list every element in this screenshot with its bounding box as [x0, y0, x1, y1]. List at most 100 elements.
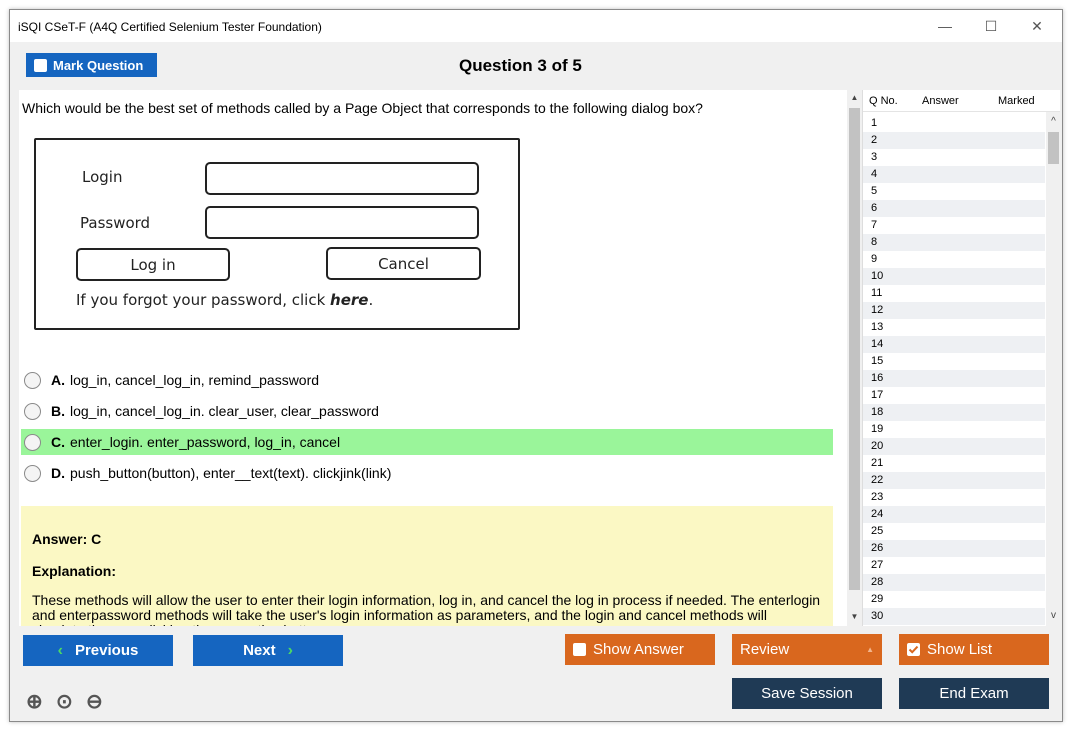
checkbox-checked-icon[interactable] [907, 643, 920, 656]
list-item[interactable]: 14 [863, 336, 1045, 353]
explanation-text: These methods will allow the user to ent… [32, 592, 821, 627]
list-item[interactable]: 2 [863, 132, 1045, 149]
list-item[interactable]: 25 [871, 525, 884, 537]
save-session-button[interactable]: Save Session [732, 678, 882, 709]
chevron-down-icon[interactable]: v [1051, 610, 1056, 621]
radio-icon[interactable] [24, 464, 41, 482]
scroll-thumb[interactable] [1048, 132, 1059, 164]
question-list: Q No. Answer Marked 1 2 3 4 5 6 7 8 9 10… [862, 90, 1060, 626]
minimize-icon[interactable]: — [938, 18, 952, 34]
dialog-password-label: Password [80, 214, 151, 232]
show-answer-label: Show Answer [593, 641, 684, 658]
option-a[interactable]: A. log_in, cancel_log_in, remind_passwor… [21, 367, 833, 393]
list-item[interactable]: 27 [871, 559, 884, 571]
list-item[interactable]: 3 [871, 151, 878, 163]
question-list-rows: 1 2 3 4 5 6 7 8 9 10 11 12 13 14 15 16 1… [863, 115, 1045, 625]
list-item[interactable]: 23 [871, 491, 884, 503]
next-label: Next [243, 642, 276, 659]
answer-label: Answer: C [32, 531, 102, 547]
zoom-out-icon[interactable]: ⊖ [86, 691, 103, 713]
maximize-icon[interactable]: ☐ [984, 17, 998, 34]
review-dropdown[interactable]: Review ▲ [732, 634, 882, 665]
option-b[interactable]: B. log_in, cancel_log_in. clear_user, cl… [21, 398, 833, 424]
option-text: log_in, cancel_log_in, remind_password [70, 372, 320, 388]
question-text: Which would be the best set of methods c… [22, 100, 703, 116]
chevron-right-icon: › [287, 641, 293, 659]
list-item[interactable]: 29 [871, 593, 884, 605]
option-letter: A. [51, 372, 65, 388]
list-item[interactable]: 11 [871, 287, 883, 299]
option-text: push_button(button), enter__text(text). … [70, 465, 392, 481]
list-item[interactable]: 5 [871, 185, 878, 197]
forgot-suffix: . [368, 291, 374, 309]
show-list-button[interactable]: Show List [899, 634, 1049, 665]
scroll-down-icon[interactable]: ▼ [850, 612, 859, 621]
list-item[interactable]: 18 [863, 404, 1045, 421]
question-list-scrollbar[interactable]: ^ v [1046, 112, 1060, 626]
list-item[interactable]: 15 [871, 355, 884, 367]
question-list-header: Q No. Answer Marked [863, 90, 1060, 112]
zoom-in-icon[interactable]: ⊕ [26, 691, 43, 713]
dialog-login-button: Log in [76, 248, 230, 281]
list-item[interactable]: 24 [863, 506, 1045, 523]
list-item[interactable]: 7 [871, 219, 878, 231]
radio-icon[interactable] [24, 402, 41, 420]
chevron-up-icon[interactable]: ^ [1051, 116, 1056, 127]
list-item[interactable]: 20 [863, 438, 1045, 455]
list-item[interactable]: 30 [863, 608, 1045, 625]
previous-button[interactable]: ‹ Previous [23, 635, 173, 666]
option-letter: D. [51, 465, 65, 481]
list-item[interactable]: 9 [871, 253, 878, 265]
checkbox-icon[interactable] [573, 643, 586, 656]
forgot-link: here [330, 291, 369, 309]
scroll-thumb[interactable] [849, 108, 860, 590]
dialog-forgot-text: If you forgot your password, click here. [76, 291, 373, 309]
forgot-prefix: If you forgot your password, click [76, 291, 331, 309]
list-item[interactable]: 6 [863, 200, 1045, 217]
radio-icon[interactable] [24, 433, 41, 451]
next-button[interactable]: Next › [193, 635, 343, 666]
previous-label: Previous [74, 642, 139, 659]
chevron-left-icon: ‹ [57, 641, 63, 659]
zoom-reset-icon[interactable]: ⊙ [56, 691, 73, 713]
answer-panel: Answer: C Explanation: These methods wil… [21, 506, 833, 626]
list-item[interactable]: 12 [863, 302, 1045, 319]
list-item[interactable]: 17 [871, 389, 884, 401]
dialog-password-field [205, 206, 479, 239]
radio-icon[interactable] [24, 371, 41, 389]
dropdown-arrow-icon: ▲ [866, 645, 874, 654]
dialog-login-field [205, 162, 479, 195]
option-d[interactable]: D. push_button(button), enter__text(text… [21, 460, 833, 486]
list-item[interactable]: 19 [871, 423, 884, 435]
show-list-label: Show List [927, 641, 993, 658]
list-item[interactable]: 21 [871, 457, 884, 469]
list-item[interactable]: 28 [863, 574, 1045, 591]
list-item[interactable]: 4 [863, 166, 1045, 183]
explanation-label: Explanation: [32, 563, 117, 579]
mark-question-button[interactable]: Mark Question [26, 53, 157, 77]
end-exam-button[interactable]: End Exam [899, 678, 1049, 709]
list-item[interactable]: 22 [863, 472, 1045, 489]
show-answer-button[interactable]: Show Answer [565, 634, 715, 665]
close-icon[interactable]: ✕ [1031, 17, 1043, 34]
dialog-login-label: Login [82, 168, 123, 186]
list-item[interactable]: 8 [863, 234, 1045, 251]
col-answer: Answer [922, 95, 959, 107]
list-item[interactable]: 10 [863, 268, 1045, 285]
list-item[interactable]: 1 [871, 117, 878, 129]
main-scrollbar[interactable]: ▲ ▼ [847, 90, 862, 626]
list-item[interactable]: 16 [863, 370, 1045, 387]
list-item[interactable]: 13 [871, 321, 884, 333]
list-item[interactable]: 26 [863, 540, 1045, 557]
mark-question-label: Mark Question [53, 57, 144, 73]
app-window: iSQI CSeT-F (A4Q Certified Selenium Test… [9, 9, 1063, 722]
question-panel: Which would be the best set of methods c… [19, 90, 847, 626]
dialog-cancel-button: Cancel [326, 247, 481, 280]
option-c[interactable]: C. enter_login. enter_password, log_in, … [21, 429, 833, 455]
scroll-up-icon[interactable]: ▲ [850, 93, 859, 102]
dialog-illustration: Login Password Log in Cancel If you forg… [34, 138, 520, 330]
title-bar: iSQI CSeT-F (A4Q Certified Selenium Test… [10, 10, 1062, 42]
question-counter: Question 3 of 5 [459, 56, 582, 75]
option-text: enter_login. enter_password, log_in, can… [70, 434, 341, 450]
col-qno: Q No. [869, 95, 898, 107]
